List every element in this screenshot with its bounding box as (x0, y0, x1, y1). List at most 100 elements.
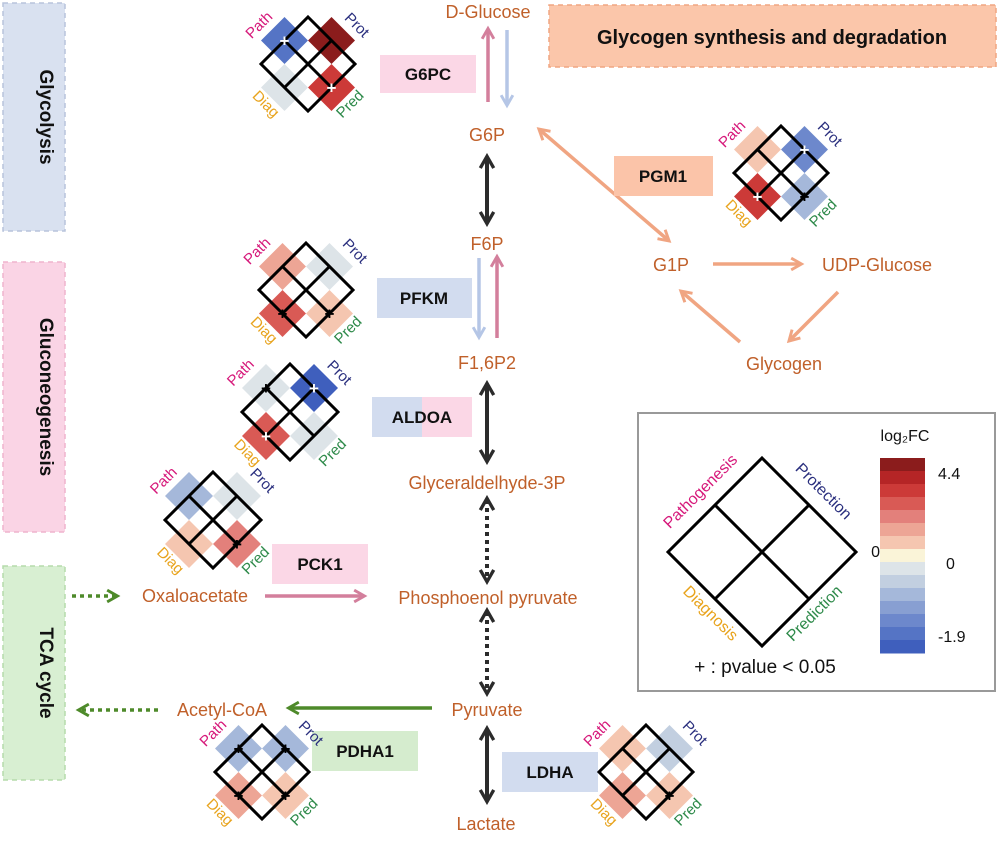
diamond-pfkm-pred-significant-marker: + (325, 305, 335, 324)
legend-scale-cell (880, 549, 925, 563)
diamond-pgm1-pred-significant-marker: + (800, 188, 810, 207)
diamond-pgm1-divider-2 (756, 148, 806, 198)
diamond-pdha1-path-significant-marker: + (234, 740, 244, 759)
title-box: Glycogen synthesis and degradation (548, 4, 997, 68)
diamond-pdha1-divider-2 (237, 747, 287, 797)
legend-scale-cell (880, 601, 925, 615)
enzyme-pdha1-box (312, 731, 418, 771)
metabolite-pyruvate: Pyruvate (451, 700, 522, 720)
diagram-title: Glycogen synthesis and degradation (597, 27, 947, 49)
metabolite-f6p: F6P (470, 234, 503, 254)
arrow-glycogen-g1p (678, 289, 742, 344)
legend-scale-cell (880, 562, 925, 576)
legend-scale-zero-right: 0 (946, 556, 955, 573)
metabolite-f16p2: F1,6P2 (458, 353, 516, 373)
diamond-pdha1-outline (212, 722, 312, 822)
metabolite-lactate: Lactate (456, 814, 515, 834)
diamond-pgm1-diag-significant-marker: + (753, 188, 763, 207)
legend-scale-cell (880, 523, 925, 537)
legend-scale-cell (880, 536, 925, 550)
panel-gluconeogenesis-label: Gluconeogenesis (35, 318, 56, 476)
legend-scale-max: 4.4 (938, 466, 960, 483)
panel-tca: TCA cycle (2, 565, 66, 781)
diamond-g6pc-divider-2 (283, 39, 333, 89)
legend: Pathogenesis Protection Diagnosis Predic… (637, 412, 996, 692)
enzyme-aldoa-box-right (422, 397, 472, 437)
legend-scale-cell (880, 614, 925, 628)
diamond-pck1-pred-significant-marker: + (232, 535, 242, 554)
arrows (72, 25, 840, 806)
diamond-pdha1-prot-significant-marker: + (281, 740, 291, 759)
legend-color-scale (880, 458, 925, 654)
enzyme-pfkm-label: PFKM (400, 289, 448, 308)
enzyme-pgm1-box (614, 156, 713, 196)
enzyme-g6pc-box (380, 55, 476, 93)
metabolite-udp-glucose: UDP-Glucose (822, 255, 932, 275)
diamond-pgm1-outline (731, 123, 831, 223)
metabolite-d-glucose: D-Glucose (445, 2, 530, 22)
panel-glycolysis-label: Glycolysis (35, 69, 56, 164)
enzyme-ldha: LDHA (502, 752, 598, 792)
diamond-g6pc-outline (258, 14, 358, 114)
legend-scale-title: log₂FC (881, 428, 930, 445)
diamond-aldoa-divider-2 (264, 386, 316, 438)
enzyme-pck1-box (272, 544, 368, 584)
arrow-udpglucose-glycogen (786, 290, 840, 344)
legend-scale-cell (880, 497, 925, 511)
diamond-pck1-outline (162, 469, 264, 571)
metabolite-phosphoenol-pyruvate: Phosphoenol pyruvate (398, 588, 577, 608)
enzyme-pgm1: PGM1 (614, 156, 713, 196)
enzyme-ldha-box (502, 752, 598, 792)
panel-tca-label: TCA cycle (35, 627, 56, 718)
metabolite-g6p: G6P (469, 125, 505, 145)
enzyme-aldoa: ALDOA (372, 397, 472, 437)
enzyme-pdha1-label: PDHA1 (336, 742, 394, 761)
metabolite-acetyl-coa: Acetyl-CoA (177, 700, 267, 720)
diamond-pfkm-diag-significant-marker: + (278, 305, 288, 324)
metabolites: D-Glucose G6P F6P F1,6P2 Glyceraldelhyde… (142, 2, 932, 834)
enzyme-g6pc: G6PC (380, 55, 476, 93)
legend-scale-cell (880, 484, 925, 498)
diamond-aldoa-diag-significant-marker: + (261, 427, 271, 446)
legend-scale-cell (880, 471, 925, 485)
legend-scale-zero-left: 0 (871, 544, 880, 561)
legend-scale-min: -1.9 (938, 629, 966, 646)
diamond-ldha-outline (596, 722, 696, 822)
legend-scale-cell (880, 640, 925, 654)
diamond-aldoa-prot-significant-marker: + (309, 379, 319, 398)
enzyme-pfkm-box (377, 278, 472, 318)
legend-scale-cell (880, 627, 925, 641)
legend-scale-cell (880, 588, 925, 602)
diamond-g6pc-path-significant-marker: + (280, 32, 290, 51)
arrow-g6p-g1p (536, 127, 672, 243)
legend-frame (637, 412, 996, 692)
panel-gluconeogenesis: Gluconeogenesis (2, 261, 66, 533)
diamond-aldoa-path-significant-marker: + (261, 379, 271, 398)
enzyme-pck1: PCK1 (272, 544, 368, 584)
metabolite-glycogen: Glycogen (746, 354, 822, 374)
metabolite-g1p: G1P (653, 255, 689, 275)
diamond-pdha1-diag-significant-marker: + (234, 787, 244, 806)
metabolite-glyceraldehyde-3p: Glyceraldelhyde-3P (408, 473, 565, 493)
enzyme-g6pc-label: G6PC (405, 65, 451, 84)
enzyme-ldha-label: LDHA (526, 763, 573, 782)
diamond-pfkm-divider-2 (281, 265, 331, 315)
legend-scale-cell (880, 575, 925, 589)
enzyme-pfkm: PFKM (377, 278, 472, 318)
enzyme-pdha1: PDHA1 (312, 731, 418, 771)
diamond-ldha-pred-significant-marker: + (665, 787, 675, 806)
legend-scale-cell (880, 458, 925, 472)
diamond-pgm1-prot-significant-marker: + (800, 141, 810, 160)
enzyme-aldoa-box-left (372, 397, 422, 437)
diamond-pdha1-pred-significant-marker: + (281, 787, 291, 806)
diamond-pfkm-outline (256, 240, 356, 340)
legend-diamond-diag-2 (713, 503, 811, 601)
